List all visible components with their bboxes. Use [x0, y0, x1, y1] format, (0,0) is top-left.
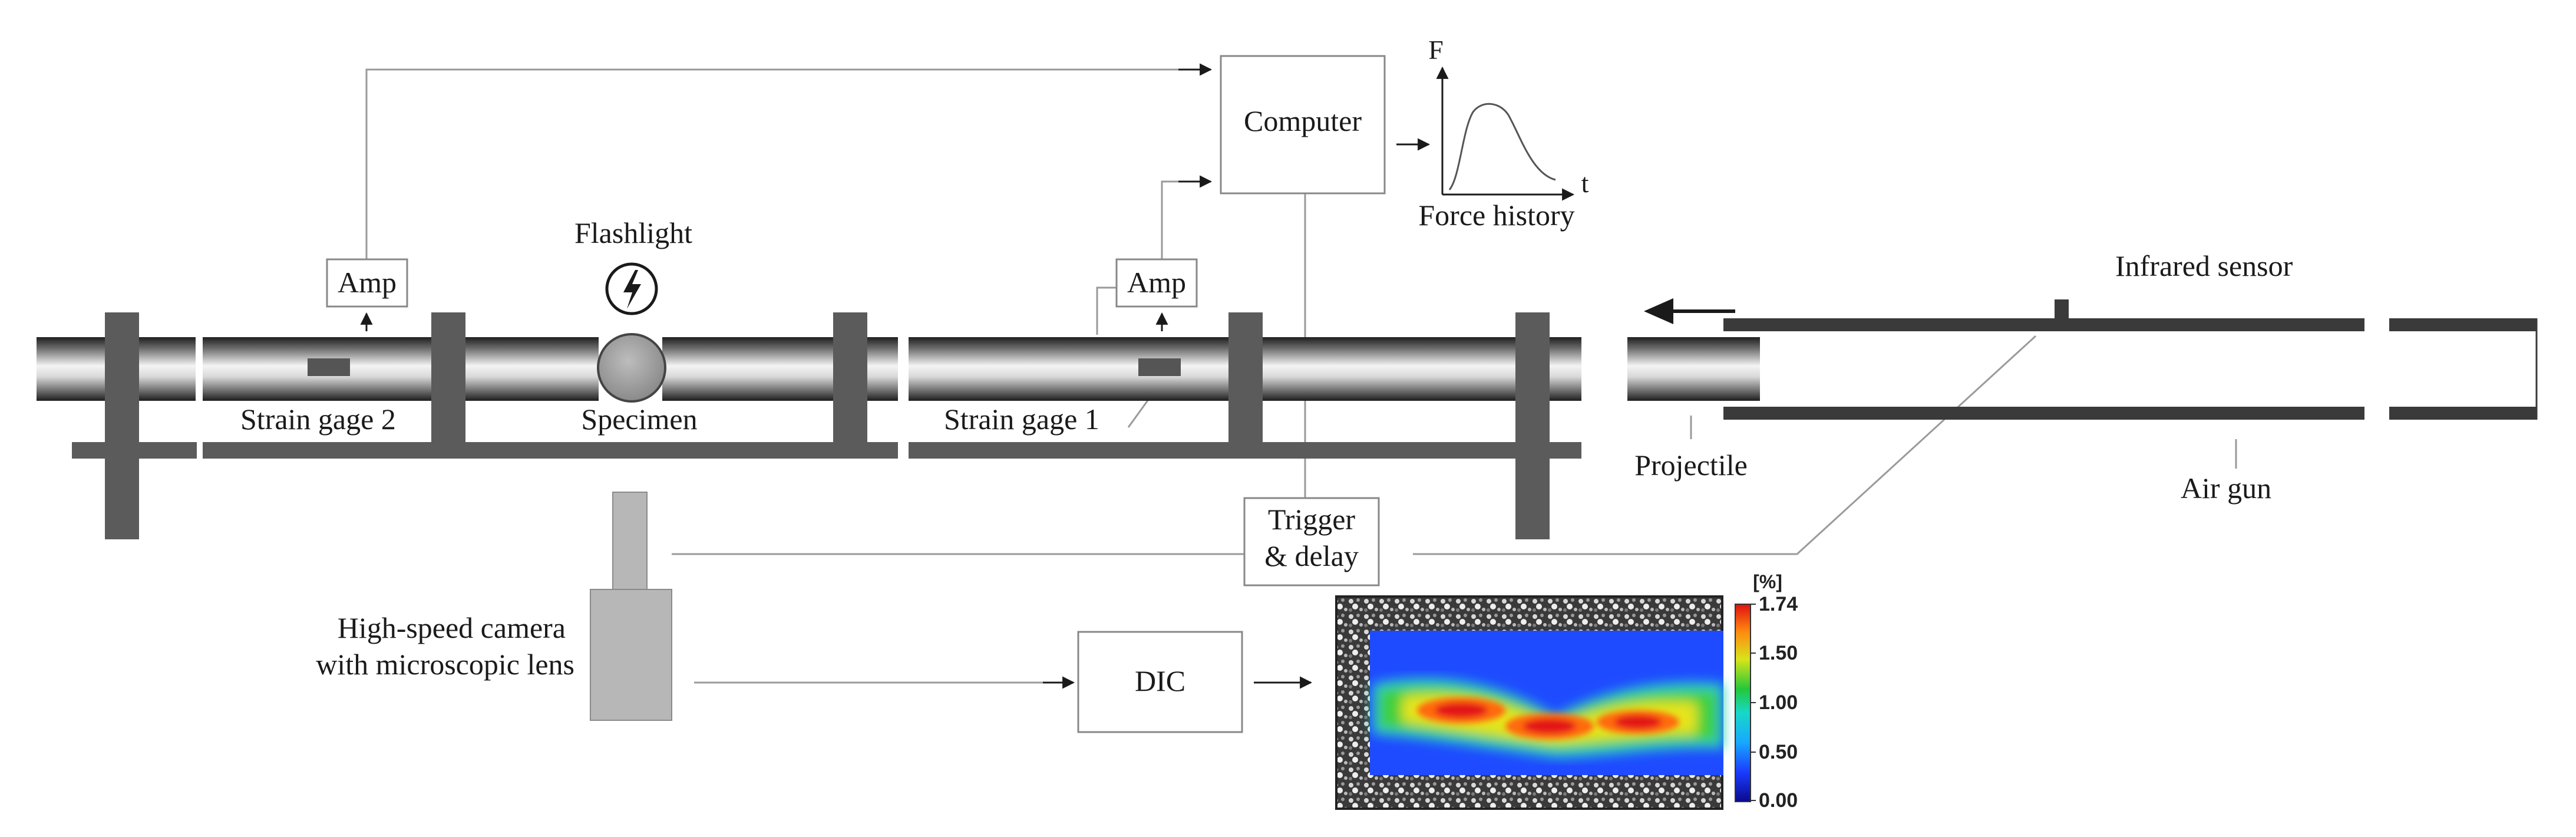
camera-label-line1: High-speed camera [338, 611, 566, 644]
wire-gage1-to-amp1 [1096, 286, 1117, 335]
specimen-label: Specimen [581, 403, 697, 436]
computer-label: Computer [1244, 104, 1362, 137]
bar-assembly [37, 312, 1581, 539]
specimen [597, 333, 666, 403]
gun-barrel-bottom [1723, 407, 2364, 420]
force-axis-t-label: t [1581, 168, 1589, 198]
force-history-label: Force history [1418, 199, 1574, 232]
computer-box [1220, 55, 1386, 195]
color-bar-tick-2: 1.00 [1759, 691, 1798, 714]
trigger-delay-box [1243, 497, 1380, 586]
color-bar-unit: [%] [1753, 571, 1782, 592]
trigger-label-line1: Trigger [1268, 503, 1356, 536]
amp-box-left [326, 258, 408, 308]
support-post-5 [1515, 312, 1550, 539]
strain-gage-2-label: Strain gage 2 [240, 403, 396, 436]
camera-label-line2: with microscopic lens [316, 648, 574, 681]
air-gun-label: Air gun [2181, 472, 2271, 505]
infrared-sensor-label: Infrared sensor [2115, 249, 2293, 282]
gun-barrel-top [1723, 318, 2364, 331]
dic-label: DIC [1135, 664, 1185, 697]
wire-amp2-to-computer [365, 68, 1205, 261]
labels: Computer Amp Amp Flashlight Specimen Str… [240, 35, 2293, 812]
force-axis-f-label: F [1428, 35, 1444, 65]
amp-left-label: Amp [338, 266, 397, 299]
color-bar-tick-4: 0.00 [1759, 789, 1798, 812]
transmitted-bar [203, 337, 599, 401]
support-post-4 [1228, 312, 1263, 442]
base-rail-middle [203, 442, 898, 459]
infrared-sensor [2055, 299, 2069, 319]
camera-lens [612, 492, 648, 590]
wire-amp1-to-computer [1161, 180, 1205, 259]
color-bar-tick-0: 1.74 [1759, 593, 1798, 615]
color-bar [1735, 604, 1751, 802]
force-curve [1448, 103, 1556, 190]
strain-gage-1 [1138, 358, 1181, 376]
support-post-3 [833, 312, 867, 442]
amp-right-label: Amp [1127, 266, 1186, 299]
amp-box-right [1115, 258, 1198, 308]
color-bar-tick-1: 1.50 [1759, 642, 1798, 664]
strain-gage-1-label: Strain gage 1 [944, 403, 1099, 436]
support-post-2 [431, 312, 465, 442]
signal-arrows [360, 63, 1431, 689]
flashlight-label: Flashlight [574, 216, 692, 249]
strain-gage-2 [308, 358, 350, 376]
dic-strain-field-image [1335, 595, 1756, 810]
force-history-plot [1436, 66, 1575, 201]
flashlight-icon [605, 262, 658, 315]
gun-chamber-bottom [2389, 407, 2537, 420]
support-post-1 [105, 312, 139, 539]
base-rail-right [909, 442, 1581, 459]
dic-box [1077, 631, 1243, 733]
projectile-direction-arrow [1644, 298, 1735, 324]
camera-body [590, 589, 672, 721]
trigger-label-line2: & delay [1264, 539, 1359, 572]
color-bar-tick-3: 0.50 [1759, 741, 1798, 763]
high-speed-camera [590, 492, 672, 721]
gun-chamber-top [2389, 318, 2537, 331]
projectile [1627, 337, 1760, 401]
projectile-label: Projectile [1634, 449, 1748, 482]
air-gun-assembly [1627, 298, 2538, 420]
color-bar-ticks [1751, 604, 1756, 801]
